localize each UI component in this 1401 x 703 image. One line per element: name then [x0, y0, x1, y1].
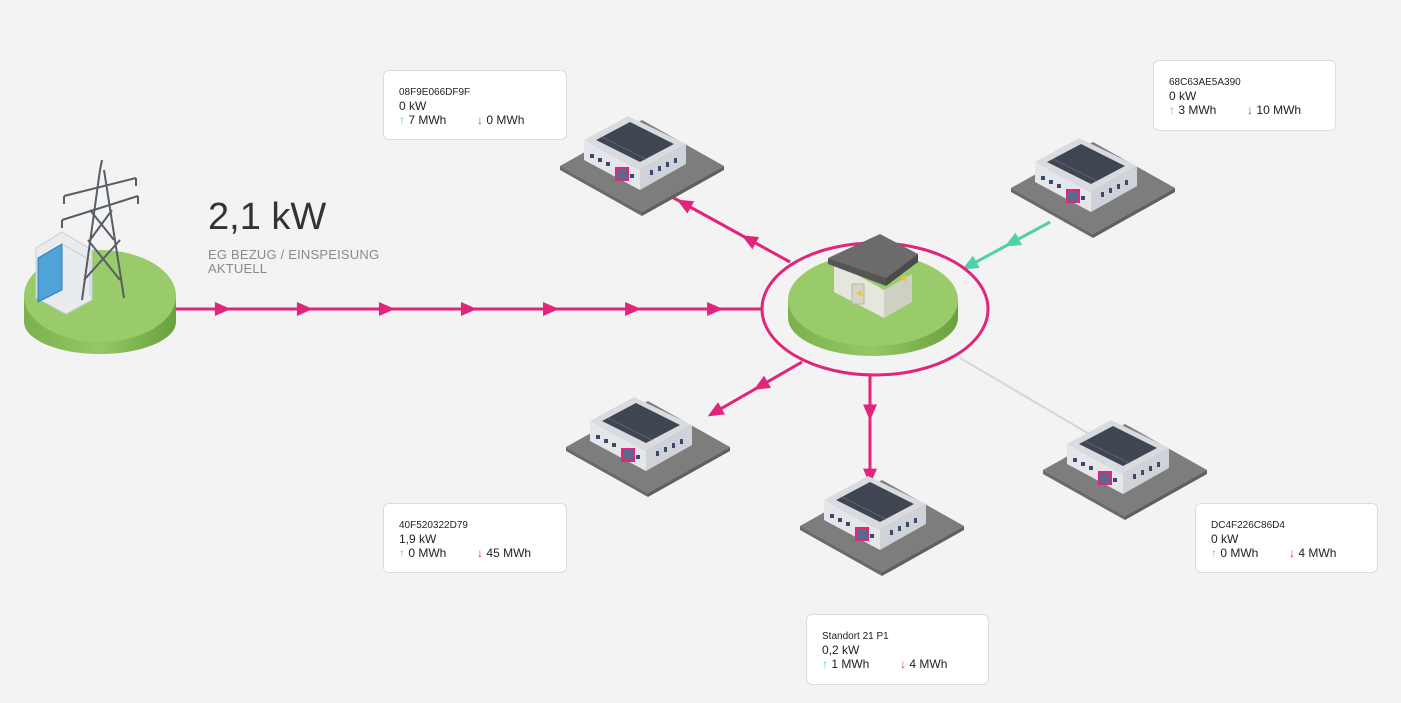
flow-arrow-icon	[962, 255, 980, 270]
flow-arrow-icon	[296, 302, 313, 316]
site-id: 40F520322D79	[399, 520, 468, 531]
site-power: 0 kW	[1211, 532, 1239, 546]
energy-consumption: 4 MWh	[909, 657, 948, 671]
site-power: 0,2 kW	[822, 643, 860, 657]
arrow-up-icon: ↑	[1211, 546, 1217, 560]
flow-arrow-icon	[461, 302, 477, 316]
flow-arrow-icon	[741, 235, 760, 250]
arrow-down-icon: ↓	[1289, 546, 1296, 560]
site-card[interactable]: 08F9E066DF9F 0 kW ↑ 7 MWh ↓ 0 MWh	[383, 70, 567, 140]
site-energy-row: ↑ 3 MWh ↓ 10 MWh	[1169, 103, 1320, 117]
arrow-up-icon: ↑	[1169, 103, 1175, 117]
energy-feed-in: 0 MWh	[1220, 546, 1259, 560]
site-energy-row: ↑ 7 MWh ↓ 0 MWh	[399, 113, 551, 127]
building-40F520322D79[interactable]	[565, 396, 731, 498]
flow-arrow-icon	[1004, 232, 1023, 247]
transformer-station-island	[760, 234, 990, 377]
site-power: 0 kW	[399, 99, 427, 113]
energy-consumption: 4 MWh	[1298, 546, 1337, 560]
flow-arrow-icon	[707, 402, 726, 417]
line-station-to-DC4F226C86D4	[959, 357, 1097, 439]
arrow-down-icon: ↓	[1247, 103, 1254, 117]
site-power: 0 kW	[1169, 89, 1197, 103]
caption-line-1: EG BEZUG / EINSPEISUNG	[208, 247, 380, 262]
flow-arrow-icon	[378, 302, 395, 316]
arrow-up-icon: ↑	[399, 113, 405, 127]
site-power: 1,9 kW	[399, 532, 437, 546]
site-card[interactable]: 68C63AE5A390 0 kW ↑ 3 MWh ↓ 10 MWh	[1153, 60, 1336, 131]
energy-feed-in: 7 MWh	[408, 113, 447, 127]
site-id: 68C63AE5A390	[1169, 77, 1241, 88]
building-08F9E066DF9F[interactable]	[559, 115, 725, 217]
site-energy-row: ↑ 0 MWh ↓ 4 MWh	[1211, 546, 1362, 560]
meter-cabinet-icon	[35, 231, 93, 315]
site-card[interactable]: 40F520322D79 1,9 kW ↑ 0 MWh ↓ 45 MWh	[383, 503, 567, 573]
energy-feed-in: 3 MWh	[1178, 103, 1217, 117]
site-energy-row: ↑ 1 MWh ↓ 4 MWh	[822, 657, 973, 671]
flow-arrow-icon	[625, 302, 642, 316]
flow-arrow-icon	[753, 375, 772, 390]
site-card[interactable]: DC4F226C86D4 0 kW ↑ 0 MWh ↓ 4 MWh	[1195, 503, 1378, 573]
building-standort-21-p1[interactable]	[799, 475, 965, 577]
line-station-to-08F9E066DF9F	[671, 195, 791, 264]
arrow-down-icon: ↓	[477, 546, 484, 560]
power-pylon-icon	[61, 159, 139, 301]
arrow-up-icon: ↑	[399, 546, 405, 560]
energy-consumption: 10 MWh	[1256, 103, 1302, 117]
total-power-value: 2,1 kW	[208, 196, 327, 238]
energy-consumption: 45 MWh	[486, 546, 532, 560]
energy-consumption: 0 MWh	[486, 113, 525, 127]
energy-feed-in: 1 MWh	[831, 657, 870, 671]
site-energy-row: ↑ 0 MWh ↓ 45 MWh	[399, 546, 551, 560]
building-68C63AE5A390[interactable]	[1010, 137, 1176, 239]
site-id: DC4F226C86D4	[1211, 520, 1285, 531]
arrow-up-icon: ↑	[822, 657, 828, 671]
energy-feed-in: 0 MWh	[408, 546, 447, 560]
building-DC4F226C86D4[interactable]	[1042, 419, 1208, 521]
site-id: Standort 21 P1	[822, 631, 889, 642]
flow-arrow-icon	[863, 404, 877, 421]
flow-arrow-icon	[214, 302, 231, 316]
flow-arrow-icon	[707, 302, 724, 316]
site-id: 08F9E066DF9F	[399, 87, 471, 98]
flow-arrow-icon	[543, 302, 560, 316]
transformer-station-icon	[828, 234, 918, 318]
site-card[interactable]: Standort 21 P1 0,2 kW ↑ 1 MWh ↓ 4 MWh	[806, 614, 989, 685]
arrow-down-icon: ↓	[900, 657, 907, 671]
total-power-caption: EG BEZUG / EINSPEISUNG AKTUELL	[208, 248, 379, 276]
grid-connection-island	[24, 159, 176, 354]
flow-arrow-icon	[863, 468, 877, 485]
flow-arrow-icon	[676, 199, 695, 214]
arrow-down-icon: ↓	[477, 113, 484, 127]
caption-line-2: AKTUELL	[208, 261, 268, 276]
